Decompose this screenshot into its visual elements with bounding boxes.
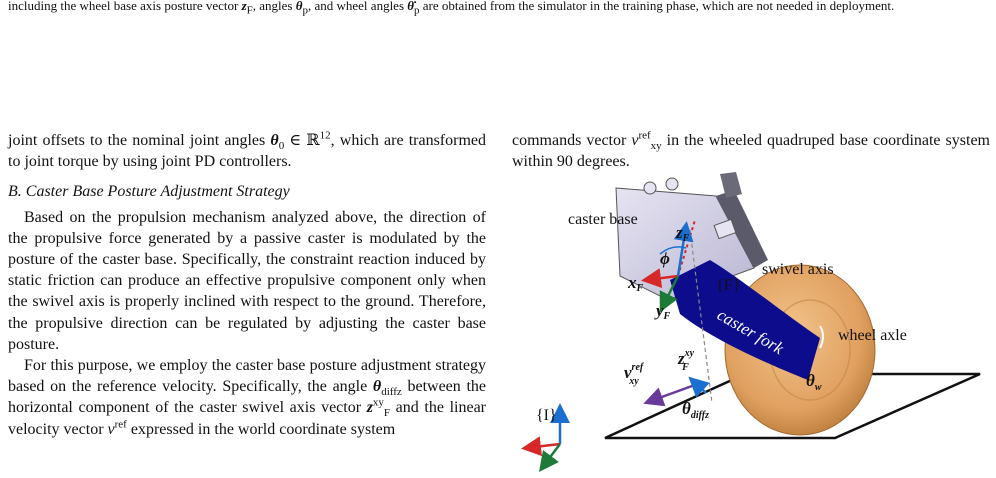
paragraph-text: For this purpose, we employ the caster b… [8,357,486,396]
right-column: commands vector vrefxy in the wheeled qu… [512,130,990,172]
label-swivel-axis: swivel axis [762,261,834,278]
paragraph-text: , which are transformed to joint torque … [8,132,487,171]
caster-fork-arm [670,260,820,380]
caption-symbol: θ̇ [407,0,415,13]
caption-symbol: θ [295,0,303,13]
paragraph-joint-offsets: joint offsets to the nominal joint angle… [8,130,486,172]
math-superscript: xy [372,397,384,410]
paragraph-text: expressed in the world coordinate system [126,420,396,438]
math-symbol: v [631,132,639,149]
math-superscript: ref [638,129,651,142]
label-theta-diffz: θdiffz [682,399,709,421]
math-symbol: θ [372,378,382,396]
label-y-F: yF [654,301,671,322]
label-theta-w: θw [806,371,822,393]
paragraph-strategy: For this purpose, we employ the caster b… [8,355,486,440]
caption-text: , angles [252,0,296,13]
math-symbol: θ [270,132,279,149]
caster-diagram: caster base swivel axis wheel axle caste… [521,172,981,472]
velocity-ref-arrow [643,384,693,407]
figure-caption: including the wheel base axis posture ve… [8,0,988,17]
world-frame-axes [521,403,570,472]
paragraph-text: commands vector [512,132,632,149]
math-symbol: v [107,420,115,438]
left-column: joint offsets to the nominal joint angle… [8,130,486,440]
label-caster-base: caster base [568,211,638,228]
paragraph-commands: commands vector vrefxy in the wheeled qu… [512,130,990,172]
caption-symbol: z [241,0,247,13]
paragraph-text: joint offsets to the nominal joint angle… [8,132,271,149]
paragraph-text: in the wheeled quadruped base coordinate… [512,132,990,171]
caption-subscript: F [246,4,253,17]
label-wheel-axle: wheel axle [838,327,907,344]
caption-subscript: p [414,4,420,17]
math-superscript: 12 [319,129,331,142]
caption-text: including the wheel base axis posture ve… [8,0,242,13]
swivel-axis-line [689,229,713,404]
caption-text: are obtained from the simulator in the t… [419,0,895,13]
label-frame-I: {I} [536,407,557,424]
caster-figure: caster base swivel axis wheel axle caste… [520,168,990,478]
z-xy-projection-arrow [688,376,710,398]
paragraph-text: between the horizontal component of the … [8,378,486,417]
body-frame-axes [641,219,696,313]
caption-subscript: p [302,4,308,17]
paragraph-text: and the linear velocity vector [8,399,486,438]
label-z-F: zF [675,223,690,244]
label-frame-F: {F} [716,277,740,294]
wheel-rotation-arrow [819,325,824,349]
math-text: ∈ ℝ [284,132,320,149]
math-subscript: diffz [381,386,402,399]
label-x-F: xF [627,273,644,294]
math-subscript: F [383,407,391,420]
section-heading: B. Caster Base Posture Adjustment Strate… [8,183,290,201]
caption-text: , and wheel angles [307,0,408,13]
math-symbol: z [366,399,373,417]
math-subscript: 0 [278,140,285,153]
math-subscript: xy [650,140,662,153]
label-phi: ϕ [660,249,670,268]
paragraph-propulsion: Based on the propulsion mechanism analyz… [8,208,486,353]
math-superscript: ref [114,418,127,431]
